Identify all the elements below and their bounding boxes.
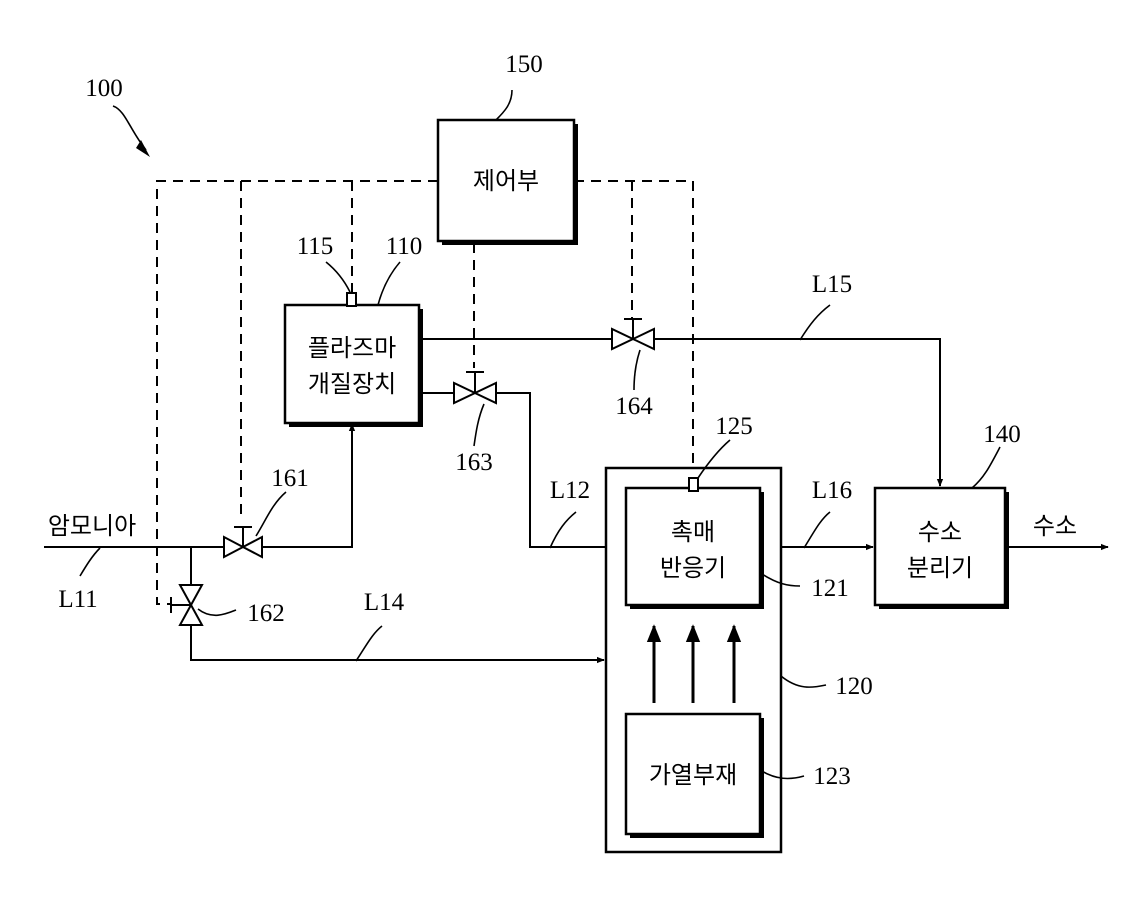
hydrogen-separator-box: 수소 분리기 xyxy=(875,488,1009,609)
separator-label-line2: 분리기 xyxy=(907,554,973,582)
line-l15: L15 xyxy=(812,271,852,298)
plasma-label-line1: 플라즈마 xyxy=(308,334,396,362)
ref-140: 140 xyxy=(983,421,1021,448)
ref-115: 115 xyxy=(297,233,334,260)
catalyst-label-line1: 촉매 xyxy=(671,518,715,546)
ref-120: 120 xyxy=(835,673,873,700)
valve-163 xyxy=(454,372,496,403)
plasma-label-line2: 개질장치 xyxy=(308,370,396,398)
line-l11: L11 xyxy=(58,586,97,613)
hydrogen-outlet-label: 수소 xyxy=(1033,512,1077,540)
ref-125: 125 xyxy=(715,413,753,440)
ref-150: 150 xyxy=(505,51,543,78)
controller-label: 제어부 xyxy=(473,167,539,195)
valve-161 xyxy=(224,527,262,557)
valve-164 xyxy=(612,319,654,349)
ref-164: 164 xyxy=(615,393,653,420)
ref-123: 123 xyxy=(813,763,851,790)
ref-110: 110 xyxy=(386,233,423,260)
catalyst-reactor-box: 촉매 반응기 xyxy=(626,478,764,609)
ref-121: 121 xyxy=(811,575,849,602)
catalyst-label-line2: 반응기 xyxy=(660,554,726,582)
plasma-reformer-box: 플라즈마 개질장치 xyxy=(285,293,423,427)
line-l12: L12 xyxy=(550,477,590,504)
separator-label-line1: 수소 xyxy=(918,518,962,546)
heater-box: 가열부재 xyxy=(626,714,764,838)
heater-label: 가열부재 xyxy=(649,761,737,789)
ref-163: 163 xyxy=(455,449,493,476)
ref-162: 162 xyxy=(247,600,285,627)
line-l14: L14 xyxy=(364,589,405,616)
valve-162 xyxy=(171,585,202,625)
ammonia-inlet-label: 암모니아 xyxy=(48,512,136,540)
plasma-sensor xyxy=(347,293,356,306)
line-l16: L16 xyxy=(812,477,852,504)
catalyst-sensor xyxy=(689,478,698,491)
controller-box: 제어부 xyxy=(438,120,578,245)
ref-161: 161 xyxy=(271,465,309,492)
ref-100: 100 xyxy=(85,75,123,102)
